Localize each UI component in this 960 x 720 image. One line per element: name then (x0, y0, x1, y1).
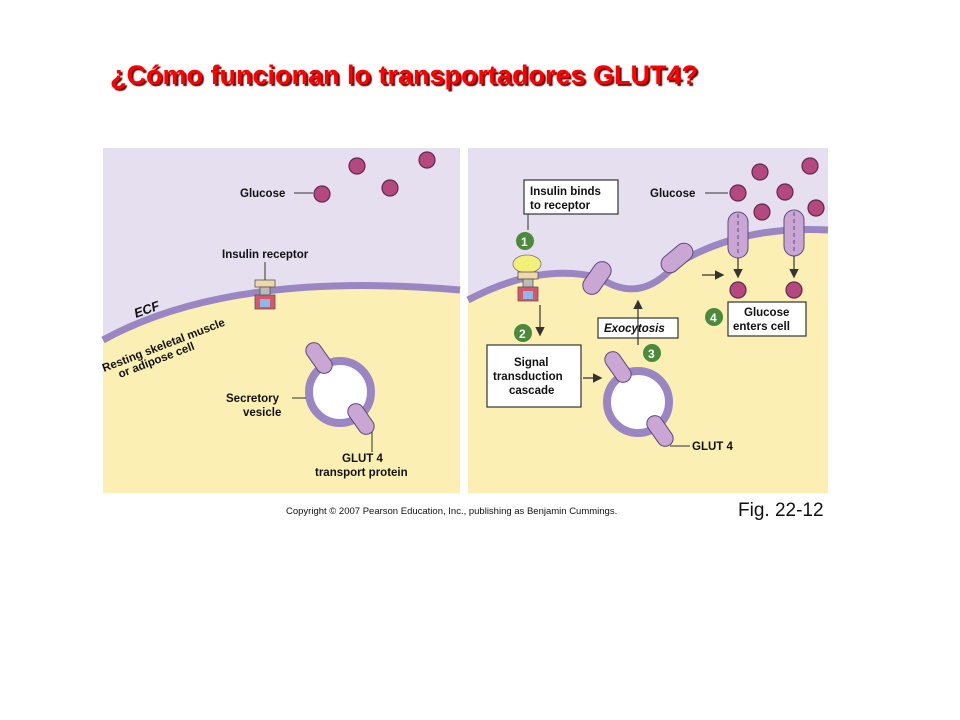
glucose-molecule (807, 199, 825, 217)
glut4-protein (582, 261, 612, 295)
signal-transduction-box (486, 344, 582, 408)
signal-line2: transduction (493, 371, 563, 383)
glut4-label-line1: GLUT 4 (342, 453, 383, 465)
left-glucose-label: Glucose (240, 188, 285, 200)
signal-line1: Signal (514, 357, 549, 369)
step-number-1: 1 (521, 235, 528, 249)
glucose-molecule (729, 281, 747, 299)
glucose-molecule (751, 163, 769, 181)
glucose-molecule (381, 179, 399, 197)
glucose-molecule (348, 157, 366, 175)
step-badge-4 (705, 308, 723, 326)
vesicle-label-line1: Secretory (226, 393, 280, 405)
glucose-molecule (801, 157, 819, 175)
insulin-binds-line1: Insulin binds (530, 186, 601, 198)
insulin-receptor-label: Insulin receptor (222, 249, 309, 261)
insulin-molecule (512, 254, 542, 274)
exocytosis-label: Exocytosis (604, 323, 665, 335)
glucose-molecule (313, 185, 331, 203)
glucose-enters-line2: enters cell (733, 321, 790, 333)
right-panel: Glucose Insulin binds to receptor 1 (466, 148, 829, 493)
right-glut4-label: GLUT 4 (692, 441, 733, 453)
glut4-protein (305, 342, 333, 374)
step-badge-1 (516, 232, 534, 250)
step-badge-3 (643, 344, 661, 362)
insulin-bound-receptor (512, 254, 542, 302)
glucose-enters-box (727, 301, 807, 337)
right-glucose-label: Glucose (650, 188, 695, 200)
glut4-label-line2: transport protein (315, 467, 408, 479)
step-badge-2 (514, 324, 532, 342)
insulin-receptor (254, 279, 276, 310)
figure-number: Fig. 22-12 (738, 500, 824, 521)
left-membrane (101, 282, 461, 344)
glucose-molecule (729, 184, 747, 202)
vesicle-label-line2: vesicle (243, 407, 281, 419)
glut4-protein (347, 403, 375, 435)
step-number-3: 3 (648, 347, 655, 361)
signal-line3: cascade (509, 385, 554, 397)
step-number-2: 2 (519, 327, 526, 341)
left-panel: Glucose Insulin receptor ECF Resting ske… (101, 148, 461, 493)
left-cytoplasm (103, 285, 460, 493)
glucose-molecule (753, 203, 771, 221)
glut4-protein (646, 415, 674, 447)
page-title: ¿Cómo funcionan lo transportadores GLUT4… (110, 60, 699, 90)
copyright-notice: Copyright © 2007 Pearson Education, Inc.… (286, 506, 618, 517)
glucose-molecule (776, 183, 794, 201)
glucose-enters-line1: Glucose (744, 307, 789, 319)
step-number-4: 4 (710, 311, 717, 325)
glut4-protein (604, 351, 632, 383)
glut4-protein (660, 242, 694, 274)
insulin-binds-line2: to receptor (530, 200, 591, 212)
glucose-molecule (418, 151, 436, 169)
glucose-molecule (785, 281, 803, 299)
insulin-binds-box (523, 179, 619, 215)
